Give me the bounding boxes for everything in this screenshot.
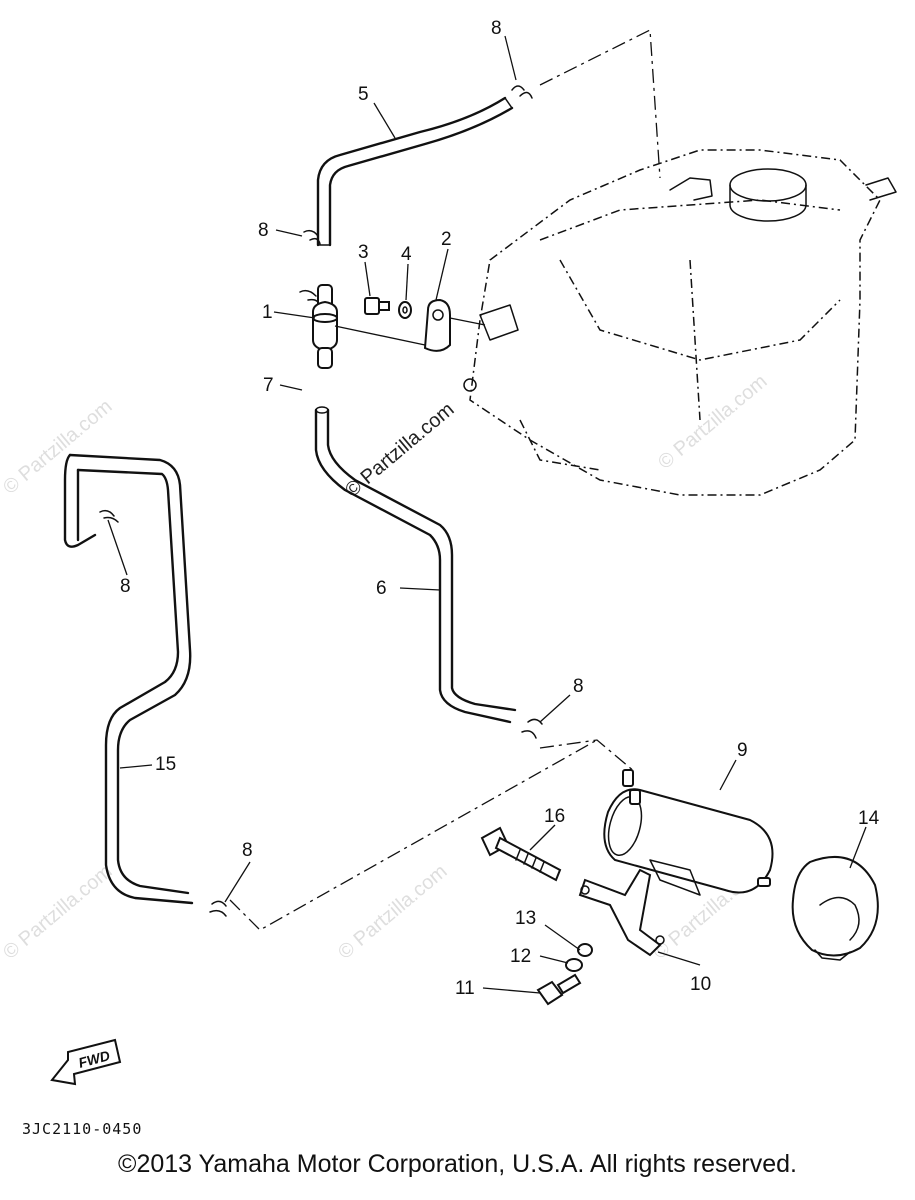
callout-14: 14 [858,808,880,829]
fuel-filter [312,284,338,369]
hose-5 [316,96,514,247]
hose-15 [63,453,194,905]
charcoal-canister [603,769,774,896]
part-14 [791,855,879,961]
bracket-parts [334,297,486,352]
callout-8: 8 [120,576,131,597]
clips [99,85,543,917]
callouts: 8 5 8 3 4 2 1 7 8 6 8 9 15 16 14 8 13 12… [120,18,880,999]
callout-6: 6 [376,578,387,599]
callout-16: 16 [544,806,565,827]
watermark-center: © Partzilla.com [341,398,458,501]
callout-8: 8 [258,220,269,241]
copyright-notice: ©2013 Yamaha Motor Corporation, U.S.A. A… [118,1150,797,1178]
callout-8: 8 [491,18,502,39]
callout-12: 12 [510,946,531,967]
callout-11: 11 [455,978,475,999]
fuel-tank [463,149,897,496]
fwd-label: FWD [77,1047,112,1071]
callout-10: 10 [690,974,711,995]
hose-6 [314,406,517,724]
callout-3: 3 [358,242,369,263]
diagram-code: 3JC2110-0450 [22,1120,143,1138]
callout-4: 4 [401,244,412,265]
callout-5: 5 [358,84,369,105]
fwd-arrow-icon: FWD [50,1038,122,1086]
callout-15: 15 [155,754,176,775]
callout-7: 7 [263,375,274,396]
callout-2: 2 [441,229,452,250]
bolt-16 [480,826,562,882]
callout-leaders [107,35,867,994]
watermark: © Partzilla.com [654,370,771,473]
callout-1: 1 [262,302,273,323]
watermark: © Partzilla.com [334,860,451,963]
callout-8: 8 [242,840,253,861]
small-hardware [536,943,593,1006]
canister-bracket [578,868,665,957]
routing-lines [229,28,661,931]
callout-13: 13 [515,908,536,929]
watermark: © Partzilla.com [0,395,116,498]
watermarks: © Partzilla.com © Partzilla.com © Partzi… [0,370,771,963]
callout-8: 8 [573,676,584,697]
watermark: © Partzilla.com [0,860,116,963]
callout-9: 9 [737,740,748,761]
